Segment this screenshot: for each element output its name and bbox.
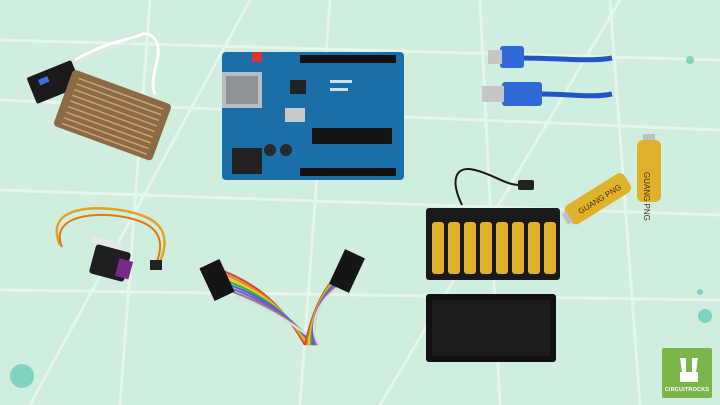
circuitrocks-logo: CIRCUITROCKS bbox=[662, 348, 712, 398]
usb-cable bbox=[482, 46, 613, 106]
background-dots bbox=[10, 56, 712, 388]
battery-holder bbox=[426, 168, 560, 362]
jumper-wires bbox=[199, 249, 365, 346]
battery-label-2: GUANG PNG bbox=[642, 172, 651, 221]
arduino-uno-board bbox=[222, 52, 404, 180]
servo-motor bbox=[55, 207, 166, 282]
aa-batteries: GUANG PNG GUANG PNG bbox=[561, 134, 661, 225]
logo-text: CIRCUITROCKS bbox=[664, 387, 710, 393]
rain-sensor-module bbox=[27, 32, 171, 161]
rock-hand-icon bbox=[680, 358, 698, 382]
